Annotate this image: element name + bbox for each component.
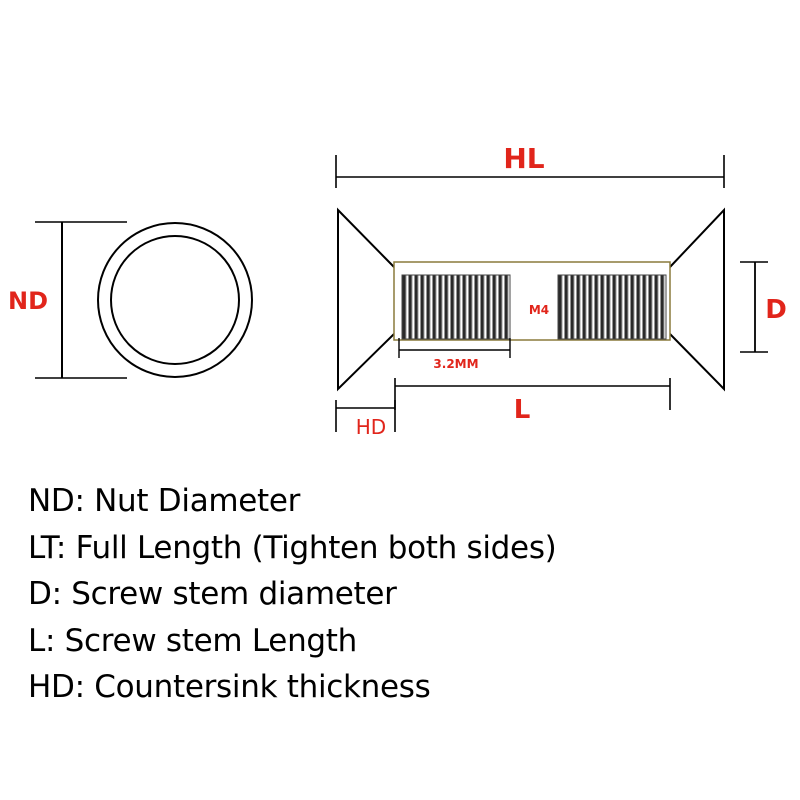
thread-length-dimension — [398, 338, 511, 358]
stem-length-label: L — [514, 395, 531, 425]
full-length-dimension — [335, 155, 725, 188]
left-thread — [401, 274, 511, 340]
nut-diameter-dimension — [35, 221, 127, 379]
right-thread — [557, 274, 667, 340]
nut-head-view — [97, 222, 253, 378]
screw-dimension-diagram: ND HL M4 3.2MM D L — [8, 142, 787, 439]
right-countersink-head — [669, 207, 725, 392]
stem-diameter-label: D — [765, 295, 787, 325]
screw-side-view — [337, 207, 725, 392]
countersink-thickness-dimension — [335, 400, 396, 432]
thread-size-label: M4 — [529, 303, 549, 317]
legend-item-lt: LT: Full Length (Tighten both sides) — [28, 529, 557, 566]
nut-outer-circle — [97, 222, 253, 378]
stem-diameter-dimension — [740, 261, 768, 353]
legend-list: ND: Nut Diameter LT: Full Length (Tighte… — [28, 478, 557, 711]
nut-inner-circle — [110, 235, 240, 365]
legend-item-d: D: Screw stem diameter — [28, 576, 397, 612]
full-length-label: HL — [503, 142, 544, 175]
countersink-thickness-label: HD — [356, 415, 386, 439]
stem-length-dimension — [394, 378, 671, 410]
thread-length-label: 3.2MM — [433, 357, 478, 371]
left-countersink-head — [337, 207, 395, 392]
legend-item-nd: ND: Nut Diameter — [28, 483, 301, 519]
nut-diameter-label: ND — [8, 287, 48, 315]
legend-item-l: L: Screw stem Length — [28, 622, 357, 659]
legend-item-hd: HD: Countersink thickness — [28, 669, 431, 705]
